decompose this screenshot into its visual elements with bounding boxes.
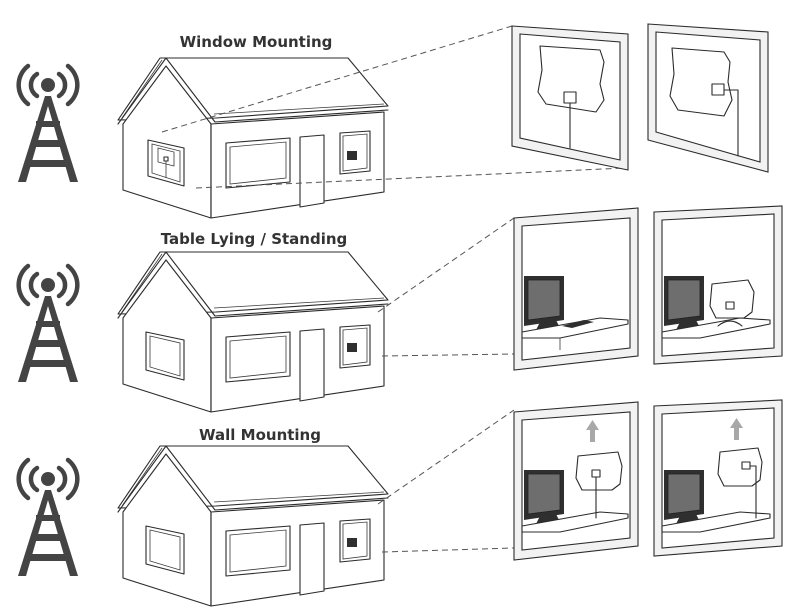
connector-line [377, 217, 515, 313]
detail-panel-window-antenna-side [647, 23, 769, 173]
section-title-window-mounting: Window Mounting [180, 33, 333, 51]
detail-panel-table-lying [513, 207, 639, 371]
connector-line [161, 25, 513, 133]
connector-line [195, 167, 625, 189]
connector-line [377, 409, 515, 505]
house-table-standing [117, 251, 389, 413]
up-arrow-icon [586, 420, 599, 442]
house-window-mounting [117, 57, 389, 219]
connector-line [381, 547, 515, 553]
up-arrow-icon [730, 418, 743, 440]
house-wall-mounting [117, 445, 389, 607]
radio-tower-icon [18, 66, 78, 182]
connector-line [381, 353, 515, 357]
section-title-wall-mounting: Wall Mounting [199, 426, 321, 444]
detail-panel-window-antenna-front [511, 25, 629, 171]
section-title-table-lying-standing: Table Lying / Standing [161, 230, 348, 248]
radio-tower-icon [18, 460, 78, 576]
radio-tower-icon [18, 266, 78, 382]
detail-panel-wall-antenna-front [513, 401, 639, 561]
detail-panel-table-standing [653, 205, 783, 365]
detail-panel-wall-antenna-side [653, 399, 783, 557]
